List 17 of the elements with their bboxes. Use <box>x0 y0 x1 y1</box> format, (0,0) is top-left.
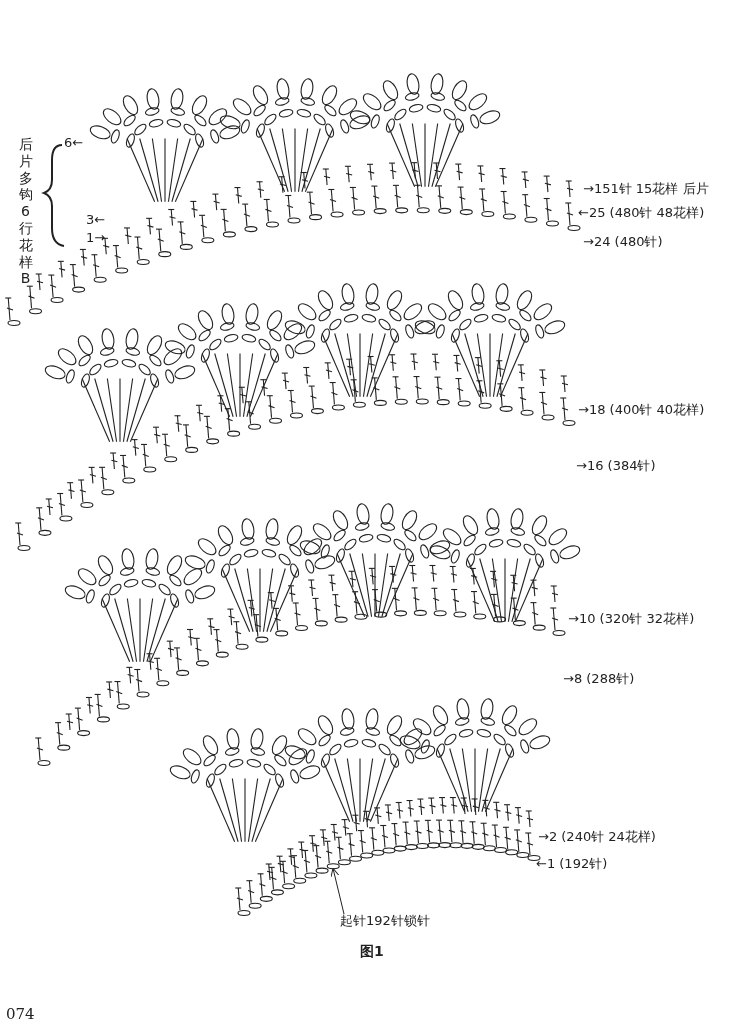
page-number: 074 <box>6 1006 35 1023</box>
row-count: →151针 15花样 后片 <box>583 182 709 197</box>
leader-arrow <box>330 867 345 915</box>
row-count: ←25 (480针 48花样) <box>578 206 705 221</box>
row-count: →24 (480针) <box>583 235 663 250</box>
row-count: →10 (320针 32花样) <box>568 612 695 627</box>
row-marker: 3← <box>86 213 106 228</box>
row-count: →2 (240针 24花样) <box>538 830 656 845</box>
row-marker: 1→ <box>86 231 106 246</box>
row-count: →18 (400针 40花样) <box>578 403 705 418</box>
row-count: →16 (384针) <box>576 459 656 474</box>
start-note: 起针192针锁针 <box>340 914 430 929</box>
vertical-note: 后片多钩6行花样B <box>18 136 33 288</box>
row-marker: 6← <box>64 136 84 151</box>
figure-caption: 图1 <box>360 944 384 960</box>
row-count: ←1 (192针) <box>536 857 608 872</box>
row-count: →8 (288针) <box>563 672 635 687</box>
